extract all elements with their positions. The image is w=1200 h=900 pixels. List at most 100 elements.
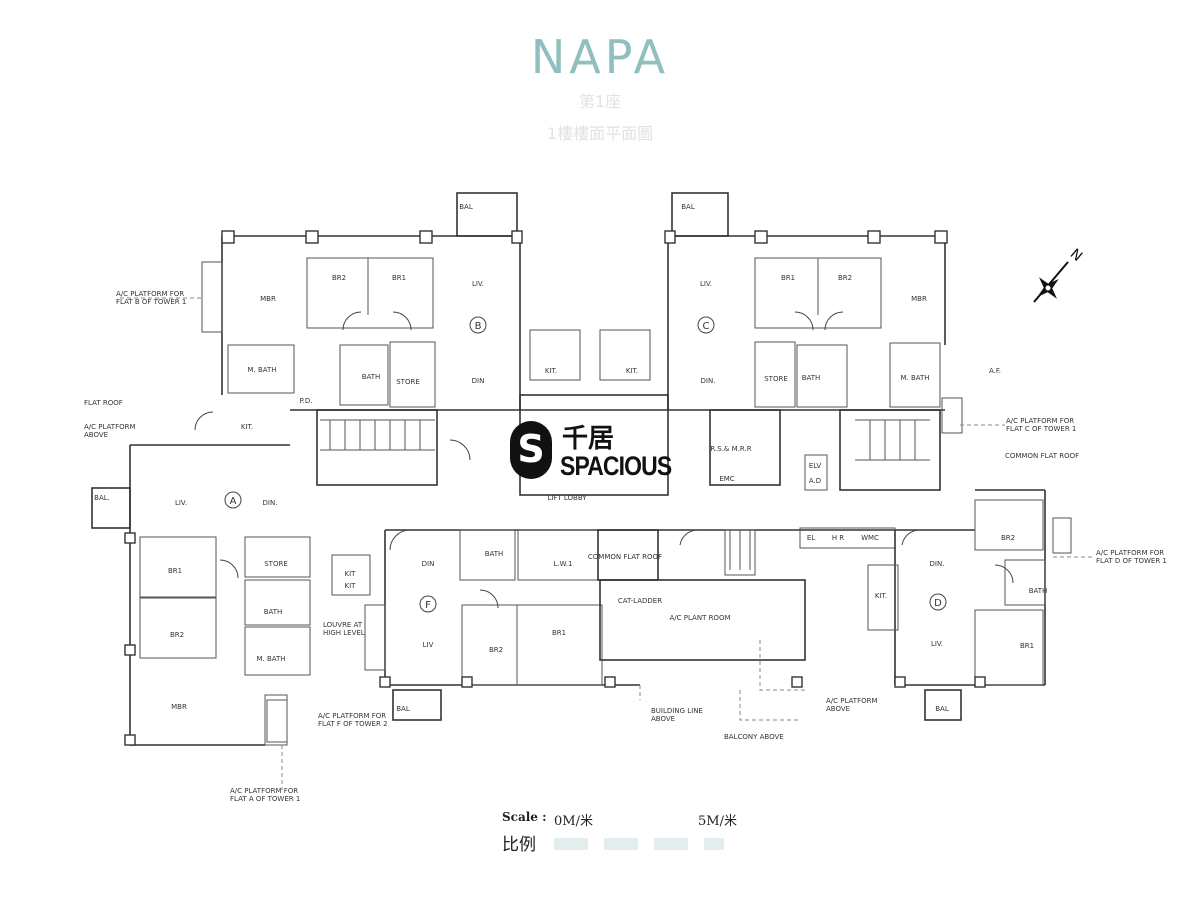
- room-label: KIT.: [545, 367, 557, 375]
- room-label: KIT: [345, 582, 357, 590]
- room-label: BR2: [332, 274, 346, 282]
- room-label: KIT.: [241, 423, 253, 431]
- annotation: FLAT D OF TOWER 1: [1096, 557, 1167, 565]
- annotation: A/C PLATFORM FOR: [318, 712, 386, 720]
- room-label: BATH: [1029, 587, 1048, 595]
- room-label: DIN.: [930, 560, 945, 568]
- common-label: H R: [832, 534, 844, 542]
- annotation: A/C PLATFORM FOR: [1006, 417, 1074, 425]
- room-label: BATH: [362, 373, 381, 381]
- floor-label: 1樓樓面平面圖: [546, 124, 654, 143]
- room-label: BATH: [802, 374, 821, 382]
- room-label: MBR: [911, 295, 927, 303]
- common-label: EMC: [719, 475, 734, 483]
- annotation: COMMON FLAT ROOF: [1005, 452, 1079, 460]
- room-label: LIV.: [175, 499, 187, 507]
- annotation: HIGH LEVEL: [323, 629, 365, 637]
- scale-graphic: [554, 838, 724, 850]
- room-label: STORE: [764, 375, 788, 383]
- annotation: LOUVRE AT: [323, 621, 363, 629]
- common-label: COMMON FLAT ROOF: [588, 553, 662, 561]
- room-label: KIT.: [875, 592, 887, 600]
- annotation: BUILDING LINE: [651, 707, 703, 715]
- project-title: NAPA: [530, 30, 670, 84]
- flat-b-rooms: BAL BR2 BR1 LIV. MBR M. BATH BATH STORE …: [241, 203, 485, 431]
- logo-english: SPACIOUS: [560, 451, 672, 481]
- room-label: DIN.: [263, 499, 278, 507]
- logo-s-mark: S: [510, 421, 552, 479]
- room-label: BR1: [392, 274, 406, 282]
- room-label: M. BATH: [256, 655, 285, 663]
- annotations: A/C PLATFORM FOR FLAT B OF TOWER 1 FLAT …: [84, 290, 1167, 803]
- annotation: FLAT ROOF: [84, 399, 123, 407]
- room-label: BR2: [1001, 534, 1015, 542]
- flat-f-marker: F: [425, 600, 431, 611]
- room-label: BAL: [935, 705, 949, 713]
- room-label: L.W.1: [554, 560, 573, 568]
- north-label: N: [1067, 246, 1085, 265]
- room-label: KIT: [345, 570, 357, 578]
- north-compass-icon: N: [1033, 246, 1085, 303]
- scale-bar: Scale : 0M/米 5M/米 比例: [502, 810, 737, 855]
- flat-markers: A B C D F: [224, 316, 947, 613]
- room-label: BR1: [552, 629, 566, 637]
- annotation: A/C PLATFORM FOR: [230, 787, 298, 795]
- scale-end: 5M/米: [698, 814, 737, 829]
- logo-chinese: 千居: [562, 424, 615, 454]
- common-label: R.S.& M.R.R: [710, 445, 751, 453]
- annotation: ABOVE: [826, 705, 850, 713]
- room-label: STORE: [264, 560, 288, 568]
- annotation: FLAT F OF TOWER 2: [318, 720, 388, 728]
- room-label: BAL: [459, 203, 473, 211]
- room-label: M. BATH: [247, 366, 276, 374]
- room-label: BR2: [838, 274, 852, 282]
- room-label: DIN.: [701, 377, 716, 385]
- common-label: A/C PLANT ROOM: [670, 614, 731, 622]
- spacious-watermark-logo: S 千居 SPACIOUS: [510, 418, 695, 488]
- common-label: WMC: [861, 534, 879, 542]
- room-label: MBR: [171, 703, 187, 711]
- flat-c-rooms: BAL LIV. BR1 BR2 MBR DIN. STORE BATH M. …: [545, 203, 930, 385]
- room-label: BR2: [170, 631, 184, 639]
- room-label: LIV.: [700, 280, 712, 288]
- room-label: LIV.: [472, 280, 484, 288]
- flat-b-marker: B: [475, 321, 482, 332]
- room-label: M. BATH: [900, 374, 929, 382]
- annotation: BALCONY ABOVE: [724, 733, 784, 741]
- annotation: FLAT A OF TOWER 1: [230, 795, 300, 803]
- annotation: ABOVE: [651, 715, 675, 723]
- room-label: STORE: [396, 378, 420, 386]
- flat-a-rooms: BAL. LIV. DIN. BR1 STORE BATH BR2 M. BAT…: [94, 494, 356, 711]
- flat-f-rooms: DIN BATH L.W.1 KIT LIV BR2 BR1 BAL: [345, 550, 573, 713]
- room-label: BAL.: [94, 494, 110, 502]
- walls: [91, 192, 1095, 790]
- annotation: A/C PLATFORM FOR: [1096, 549, 1164, 557]
- room-label: BR1: [1020, 642, 1034, 650]
- room-label: DIN: [422, 560, 435, 568]
- room-label: P.D.: [300, 397, 313, 405]
- common-areas: LIFT LOBBY R.S.& M.R.R EMC ELV A.D EL H …: [547, 367, 1001, 622]
- common-label: CAT-LADDER: [618, 597, 662, 605]
- flat-d-marker: D: [934, 598, 942, 609]
- tower-label: 第1座: [578, 92, 622, 111]
- common-label: A.D: [809, 477, 821, 485]
- room-label: LIV.: [931, 640, 943, 648]
- room-label: BATH: [264, 608, 283, 616]
- common-label: A.F.: [989, 367, 1001, 375]
- flat-d-rooms: BR2 DIN. KIT. BATH LIV. BR1 BAL: [875, 534, 1047, 713]
- scale-label-cn: 比例: [502, 835, 536, 855]
- annotation: A/C PLATFORM FOR: [116, 290, 184, 298]
- common-label: ELV: [809, 462, 822, 470]
- room-label: DIN: [472, 377, 485, 385]
- flat-a-marker: A: [230, 496, 237, 507]
- room-label: BR1: [781, 274, 795, 282]
- room-label: BAL: [396, 705, 410, 713]
- common-label: LIFT LOBBY: [547, 494, 587, 502]
- room-label: MBR: [260, 295, 276, 303]
- room-label: KIT.: [626, 367, 638, 375]
- annotation: FLAT C OF TOWER 1: [1006, 425, 1076, 433]
- room-label: BR1: [168, 567, 182, 575]
- room-label: LIV: [423, 641, 434, 649]
- annotation: A/C PLATFORM: [84, 423, 136, 431]
